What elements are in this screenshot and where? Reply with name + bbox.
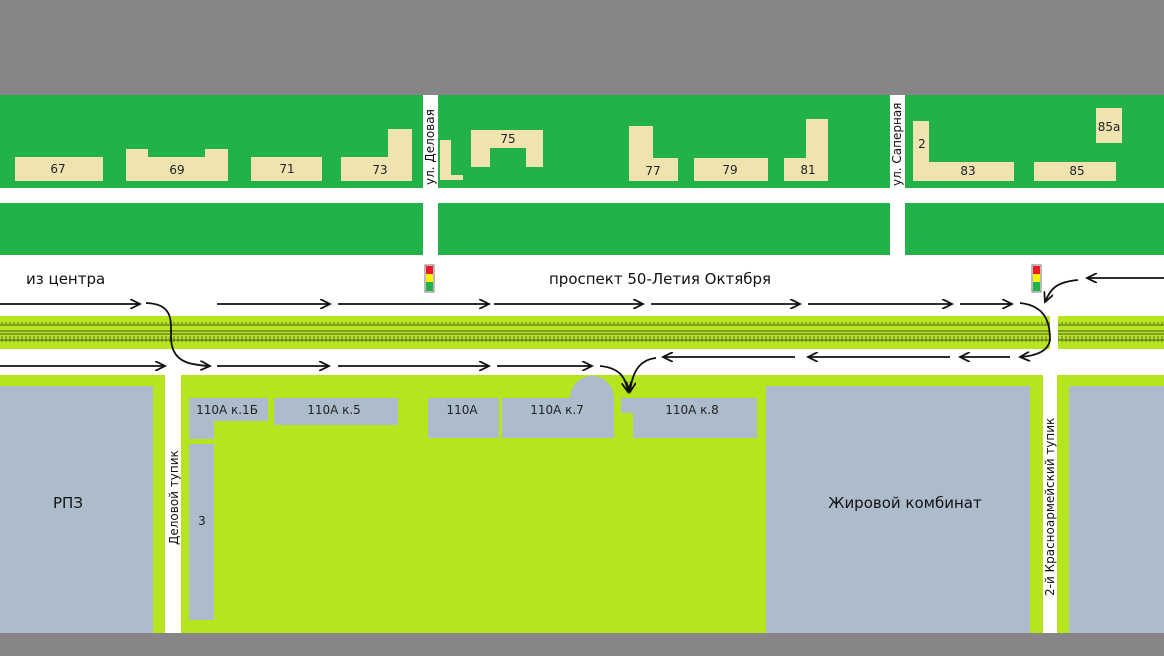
building-85a [1096,108,1122,143]
building-67 [15,157,103,181]
service-road-north [0,188,1164,203]
eastbound-arrows [0,278,1164,366]
zone-east [1069,386,1164,633]
label-83: 83 [960,164,975,178]
building-delovaya-small [440,140,463,180]
arrow-icon [145,302,210,366]
median-gap [1050,316,1058,349]
label-71: 71 [279,162,294,176]
traffic-light-icon [424,264,435,293]
north-buildings [15,108,1122,181]
arrow-icon [630,357,657,392]
fat-plant-label: Жировой комбинат [828,494,982,512]
label-73: 73 [372,163,387,177]
bottom-strip [0,633,1164,656]
building-81 [784,119,828,181]
arrow-icon [1020,302,1051,357]
label-110a-k1b: 110А к.1Б [196,403,258,417]
lower-arrows [0,357,1010,392]
label-75: 75 [500,132,515,146]
lane-delovoy-road [165,375,181,633]
building-110a [428,398,499,438]
zone-rpz [0,386,153,633]
lane-krasnoarmeysky-label: 2-й Красноармейский тупик [1043,418,1057,596]
street-delovaya-road [423,95,438,255]
from-center-label: из центра [26,270,105,288]
building-69 [126,149,228,181]
lane-delovoy-label: Деловой тупик [167,450,181,545]
building-2-83 [913,121,1014,181]
street-delovaya-label: ул. Деловая [423,109,437,185]
building-73 [341,129,412,181]
label-110a-k8: 110А к.8 [665,403,719,417]
tram-track [0,322,1050,342]
building-75 [471,130,543,167]
avenue-label: проспект 50-Летия Октября [549,270,771,288]
label-3: 3 [198,514,206,528]
label-2: 2 [918,137,926,151]
building-3 [189,444,214,620]
building-71 [251,157,322,181]
building-110a-k5 [274,398,398,425]
rpz-label: РПЗ [53,494,83,512]
building-110a-k8 [621,398,757,438]
avenue-road [0,255,1164,375]
label-77: 77 [645,164,660,178]
building-110a-k1b [189,398,268,439]
label-110a-k7: 110А к.7 [530,403,584,417]
street-sapernaya-road [890,95,905,255]
building-79 [694,158,768,181]
label-69: 69 [169,163,184,177]
north-building-labels: 67 69 71 73 75 77 79 81 2 83 85 85а [50,120,1120,178]
label-67: 67 [50,162,65,176]
building-110a-k7 [502,376,614,438]
traffic-light-icon [1031,264,1042,293]
street-sapernaya-label: ул. Саперная [890,103,904,186]
arrow-icon [1045,279,1079,302]
label-81: 81 [800,163,815,177]
building-77 [629,126,678,181]
label-85: 85 [1069,164,1084,178]
label-85a: 85а [1098,120,1121,134]
south-buildings [189,376,757,620]
building-85 [1034,162,1116,181]
label-110a-k5: 110А к.5 [307,403,361,417]
lane-krasnoarmeysky-road [1043,375,1057,633]
south-building-labels: 110А к.1Б 110А к.5 110А 110А к.7 110А к.… [196,403,719,528]
tram-track-east [1058,322,1164,342]
label-79: 79 [722,163,737,177]
zone-fat-plant [766,386,1030,633]
label-110a: 110А [446,403,478,417]
